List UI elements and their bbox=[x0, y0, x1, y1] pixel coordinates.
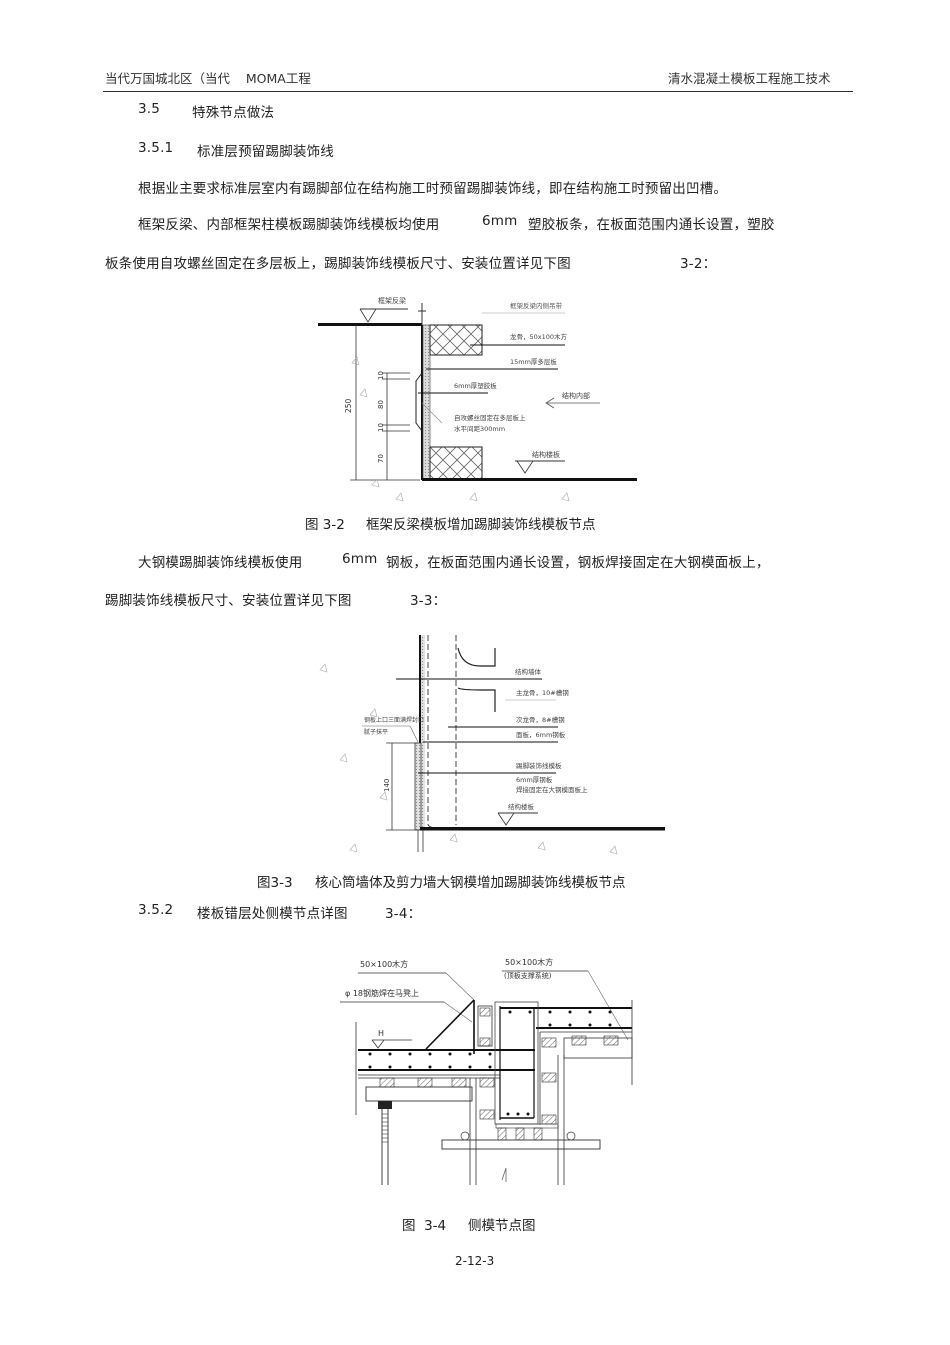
page-number: 2-12-3 bbox=[455, 1254, 495, 1268]
fig33-label-floor: 结构楼板 bbox=[508, 802, 535, 811]
fig32-label-screw-1: 自攻螺丝固定在多层板上 bbox=[454, 413, 526, 422]
fig32-label-plywood: 15mm厚多层板 bbox=[510, 357, 557, 366]
paragraph-3-ref: 3-3： bbox=[410, 593, 447, 609]
fig32-dim-70: 70 bbox=[377, 454, 385, 463]
fig32-label-floor: 结构楼板 bbox=[532, 450, 560, 459]
section-3-5-1-number: 3.5.1 bbox=[138, 140, 174, 156]
paragraph-1: 根据业主要求标准层室内有踢脚部位在结构施工时预留踢脚装饰线，即在结构施工时预留出… bbox=[138, 181, 728, 197]
fig33-label-kick-1: 踢脚装饰线模板 bbox=[516, 761, 562, 770]
section-3-5-2-ref: 3-4： bbox=[385, 906, 422, 922]
fig34-label-wood-2-note: (顶板支撑系统) bbox=[504, 971, 552, 980]
paragraph-2-line-2: 板条使用自攻螺丝固定在多层板上，踢脚装饰线模板尺寸、安装位置详见下图 bbox=[105, 256, 571, 272]
fig32-label-plastic: 6mm厚塑胶板 bbox=[454, 381, 497, 390]
header-left: 当代万国城北区（当代 MOMA工程 bbox=[105, 71, 311, 86]
fig32-label-screw-2: 水平间距300mm bbox=[454, 424, 505, 433]
fig34-label-wood-2: 50×100木方 bbox=[505, 957, 553, 967]
fig33-label-wall: 结构墙体 bbox=[515, 667, 542, 676]
fig33-dim-height: 140 bbox=[383, 779, 391, 792]
fig32-label-beam-inner: 框架反梁内侧吊带 bbox=[510, 301, 563, 310]
section-3-5-2-title: 楼板错层处侧模节点详图 bbox=[197, 906, 348, 922]
paragraph-3-line-1b: 钢板，在板面范围内通长设置，钢板焊接固定在大钢模面板上， bbox=[386, 555, 770, 571]
paragraph-3-line-2: 踢脚装饰线模板尺寸、安装位置详见下图 bbox=[105, 593, 352, 609]
figure-3-3-drawing: 结构楼板 结构墙体 主龙骨，10#槽钢 次龙骨，8#槽钢 面板，6mm钢板 踢脚… bbox=[319, 635, 665, 855]
fig33-label-kick-3: 焊接固定在大钢模面板上 bbox=[516, 785, 588, 794]
fig32-dim-10a: 10 bbox=[377, 371, 385, 380]
fig33-label-sub-rib: 次龙骨，8#槽钢 bbox=[516, 715, 565, 724]
figure-3-3-caption-number: 图3-3 bbox=[257, 875, 293, 891]
paragraph-2-value: 6mm bbox=[482, 213, 518, 229]
figure-3-4-caption-text: 侧模节点图 bbox=[468, 1218, 536, 1234]
figure-3-4-drawing: 50×100木方 50×100木方 (顶板支撑系统) φ 18钢筋焊在马凳上 H bbox=[340, 957, 633, 1185]
section-3-5-1-title: 标准层预留踢脚装饰线 bbox=[197, 144, 334, 160]
fig33-label-left-note-1: 钢板上口三面满焊封口 bbox=[364, 716, 424, 724]
figure-3-3-caption-text: 核心筒墙体及剪力墙大钢模增加踢脚装饰线模板节点 bbox=[315, 875, 626, 891]
fig32-label-top-left: 框架反梁 bbox=[378, 296, 406, 305]
header-rule bbox=[103, 91, 853, 92]
paragraph-3-value: 6mm bbox=[342, 551, 378, 567]
header-right: 清水混凝土模板工程施工技术 bbox=[668, 71, 831, 86]
fig34-label-rebar: φ 18钢筋焊在马凳上 bbox=[345, 988, 419, 998]
figure-3-2-caption-text: 框架反梁模板增加踢脚装饰线模板节点 bbox=[366, 517, 596, 533]
paragraph-2-line-1a: 框架反梁、内部框架柱模板踢脚装饰线模板均使用 bbox=[138, 217, 440, 233]
section-3-5-2-number: 3.5.2 bbox=[138, 902, 174, 918]
figure-3-2-caption-number: 图 3-2 bbox=[305, 517, 345, 533]
paragraph-2-ref: 3-2： bbox=[680, 256, 717, 272]
fig33-label-kick-2: 6mm厚钢板 bbox=[516, 775, 553, 784]
fig32-label-interior: 结构内部 bbox=[562, 391, 590, 400]
paragraph-3-line-1a: 大钢模踢脚装饰线模板使用 bbox=[138, 555, 303, 571]
fig32-dim-80: 80 bbox=[377, 400, 385, 409]
figure-3-2-drawing: 框架反梁 结构楼板 框架反梁内侧吊带 龙骨，50x100木方 15mm厚多层板 … bbox=[318, 296, 637, 502]
section-3-5-title: 特殊节点做法 bbox=[192, 105, 275, 121]
fig33-label-main-rib: 主龙骨，10#槽钢 bbox=[516, 688, 569, 697]
paragraph-2-line-1b: 塑胶板条，在板面范围内通长设置，塑胶 bbox=[528, 217, 775, 233]
fig34-label-wood-1: 50×100木方 bbox=[360, 959, 408, 969]
section-3-5-number: 3.5 bbox=[138, 101, 161, 117]
fig34-label-level: H bbox=[378, 1029, 384, 1038]
figure-3-4-caption-number: 图 3-4 bbox=[402, 1218, 447, 1234]
fig33-label-panel: 面板，6mm钢板 bbox=[516, 730, 566, 739]
fig32-label-keel: 龙骨，50x100木方 bbox=[510, 332, 568, 341]
fig32-dim-10b: 10 bbox=[377, 423, 385, 432]
fig33-label-left-note-2: 腻子抹平 bbox=[364, 728, 388, 736]
fig32-dim-total: 250 bbox=[344, 398, 353, 413]
